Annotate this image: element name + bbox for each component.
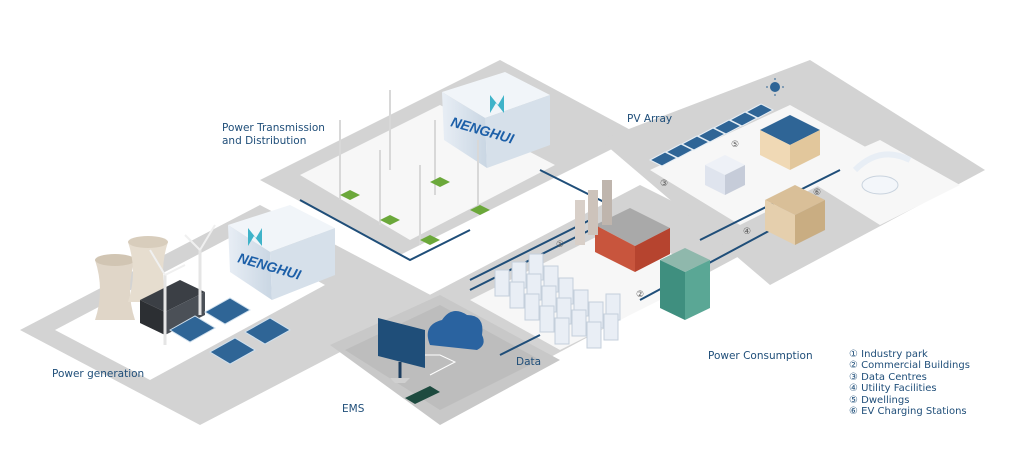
legend-item-utility-facilities: ④ Utility Facilities: [849, 383, 937, 395]
industry-park-building: [575, 180, 670, 272]
data-centre-building: [705, 155, 745, 195]
logo-icon: [490, 95, 504, 113]
power-plant: [95, 236, 205, 335]
label-pv-array: PV Array: [627, 113, 673, 125]
pv-array: [648, 103, 775, 167]
transmission-towers: [339, 90, 479, 245]
marker-utility-facilities: ④: [743, 227, 752, 237]
label-ems: EMS: [342, 403, 365, 415]
cooling-tower-icon: [128, 242, 168, 302]
sun-icon: [766, 78, 784, 96]
legend: ① Industry park ② Commercial Buildings ③…: [849, 349, 970, 417]
ems-monitor: [378, 318, 425, 383]
marker-industry-park: ①: [556, 240, 565, 250]
battery-container-top: [442, 72, 550, 168]
battery-container-left: [228, 205, 335, 300]
label-data: Data: [516, 356, 542, 368]
battery-cabinets: [494, 253, 621, 349]
marker-dwellings: ⑤: [731, 140, 740, 150]
legend-item-ev-charging-stations: ⑥ EV Charging Stations: [849, 406, 967, 418]
commercial-building: [660, 248, 710, 320]
ev-charging-station: [852, 151, 912, 195]
marker-ev-charging: ⑥: [813, 188, 822, 198]
label-power-transmission: Power Transmission and Distribution: [222, 122, 325, 148]
wind-turbines: [149, 224, 216, 345]
solar-panels: [169, 297, 291, 365]
legend-item-commercial-buildings: ② Commercial Buildings: [849, 360, 970, 372]
tablet-icon: [405, 386, 440, 404]
logo-icon: [248, 228, 262, 246]
ems-connections: [425, 354, 457, 376]
cloud-icon: [427, 311, 484, 350]
legend-item-industry-park: ① Industry park: [849, 349, 928, 360]
marker-data-centres: ③: [660, 179, 669, 189]
dwelling-plot: [650, 105, 880, 225]
legend-item-dwellings: ⑤ Dwellings: [849, 394, 910, 406]
tower-bases: [340, 177, 490, 245]
dwelling-house: [760, 115, 820, 170]
label-power-transmission-line1: Power Transmission: [222, 122, 325, 134]
legend-item-data-centres: ③ Data Centres: [849, 371, 927, 383]
marker-commercial-buildings: ②: [636, 290, 645, 300]
cooling-tower-icon: [95, 260, 135, 320]
label-power-generation: Power generation: [52, 368, 145, 380]
utility-building: [765, 185, 825, 245]
label-power-transmission-line2: and Distribution: [222, 135, 307, 147]
label-power-consumption: Power Consumption: [708, 350, 813, 362]
